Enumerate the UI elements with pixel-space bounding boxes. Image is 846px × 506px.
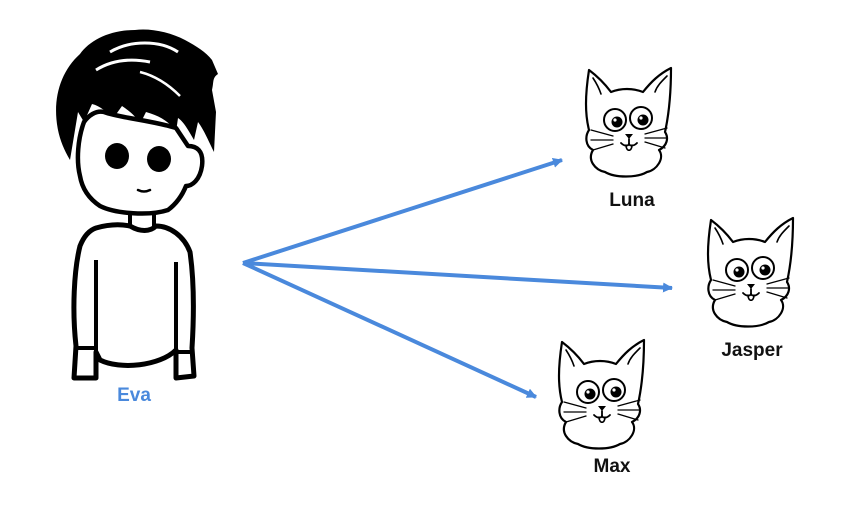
arrow-group — [242, 158, 673, 399]
cat-max-icon — [557, 338, 646, 450]
cat-label-max: Max — [594, 456, 631, 477]
cat-label-jasper: Jasper — [721, 340, 783, 361]
arrow-to-max — [242, 261, 537, 399]
arrow-to-jasper — [242, 261, 673, 293]
cat-jasper-icon — [706, 216, 795, 328]
arrow-to-luna — [242, 158, 563, 265]
cat-luna-icon — [584, 66, 673, 178]
boy-drawing-icon — [56, 29, 218, 381]
cat-label-luna: Luna — [609, 190, 655, 211]
person-label: Eva — [117, 385, 151, 406]
